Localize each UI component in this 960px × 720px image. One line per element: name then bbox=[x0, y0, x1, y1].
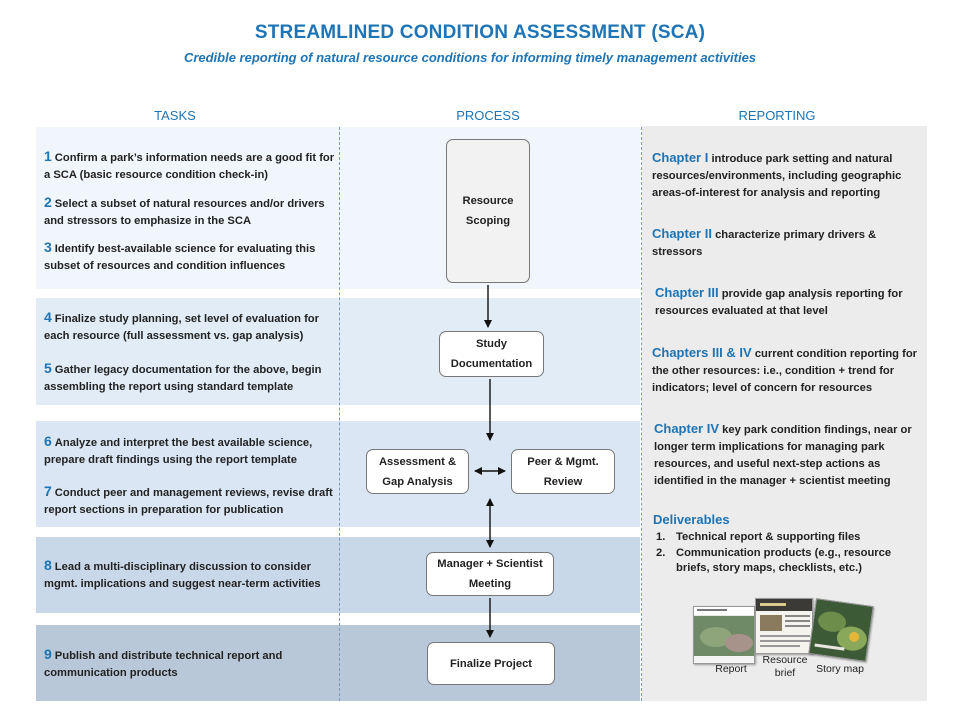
chapter-text: current condition reporting for the othe… bbox=[652, 348, 918, 394]
process-label: Manager + Scientist Meeting bbox=[437, 558, 543, 590]
task-number: 7 bbox=[44, 483, 52, 499]
task-text: Identify best-available science for eval… bbox=[44, 243, 316, 272]
report-thumbnail-label: Report bbox=[715, 663, 747, 675]
process-label: Assessment & Gap Analysis bbox=[378, 455, 457, 488]
story-map-thumbnail bbox=[808, 598, 874, 662]
task-text: Gather legacy documentation for the abov… bbox=[44, 364, 322, 393]
deliverables-heading: Deliverables bbox=[653, 512, 730, 527]
task-text: Lead a multi-disciplinary discussion to … bbox=[44, 561, 321, 590]
task-text: Select a subset of natural resources and… bbox=[44, 198, 325, 227]
task-text: Conduct peer and management reviews, rev… bbox=[44, 487, 333, 516]
chapter-label: Chapter IV bbox=[654, 421, 720, 436]
task-number: 4 bbox=[44, 309, 52, 325]
resource-brief-thumbnail bbox=[755, 598, 813, 654]
task-number: 2 bbox=[44, 194, 52, 210]
list-number: 2. bbox=[656, 546, 666, 559]
chapter-text: key park condition findings, near or lon… bbox=[654, 424, 912, 487]
page-subtitle: Credible reporting of natural resource c… bbox=[183, 50, 757, 65]
process-box-finalize-project: Finalize Project bbox=[427, 642, 555, 685]
task-text: Analyze and interpret the best available… bbox=[44, 437, 313, 466]
process-box-peer-review: Peer & Mgmt. Review bbox=[511, 449, 615, 494]
chapter-label: Chapters III & IV bbox=[652, 345, 752, 360]
chapter-text: provide gap analysis reporting for resou… bbox=[655, 288, 903, 317]
list-text: Technical report & supporting files bbox=[676, 531, 861, 543]
process-box-study-documentation: Study Documentation bbox=[439, 331, 544, 377]
task-number: 1 bbox=[44, 148, 52, 164]
list-number: 1. bbox=[656, 531, 666, 543]
list-item: 2. Communication products (e.g., resourc… bbox=[656, 546, 918, 577]
column-divider-left bbox=[339, 127, 340, 701]
task-number: 5 bbox=[44, 360, 52, 376]
task-number: 8 bbox=[44, 557, 52, 573]
task-text: Publish and distribute technical report … bbox=[44, 650, 283, 679]
reporting-item-chapter-3: Chapter III provide gap analysis reporti… bbox=[655, 284, 923, 320]
task-number: 3 bbox=[44, 239, 52, 255]
task-number: 6 bbox=[44, 433, 52, 449]
column-heading-process: PROCESS bbox=[456, 108, 520, 123]
process-label: Finalize Project bbox=[449, 657, 533, 670]
column-heading-tasks: TASKS bbox=[154, 108, 196, 123]
reporting-item-chapter-2: Chapter II characterize primary drivers … bbox=[652, 225, 920, 261]
report-thumbnail bbox=[693, 606, 755, 664]
chapter-text: introduce park setting and natural resou… bbox=[652, 153, 902, 199]
deliverables-list: 1. Technical report & supporting files 2… bbox=[656, 530, 918, 577]
task-text: Finalize study planning, set level of ev… bbox=[44, 313, 319, 342]
reporting-item-chapters-3-4: Chapters III & IV current condition repo… bbox=[652, 344, 920, 397]
process-box-resource-scoping: Resource Scoping bbox=[446, 139, 530, 283]
list-item: 1. Technical report & supporting files bbox=[656, 530, 918, 546]
process-label: Resource Scoping bbox=[462, 195, 514, 227]
stage-band-scoping bbox=[36, 127, 640, 289]
task-text: Confirm a park’s information needs are a… bbox=[44, 152, 335, 181]
list-text: Communication products (e.g., resource b… bbox=[676, 546, 892, 575]
process-label: Study Documentation bbox=[450, 338, 533, 370]
story-map-thumbnail-label: Story map bbox=[816, 663, 864, 675]
reporting-item-chapter-1: Chapter I introduce park setting and nat… bbox=[652, 149, 920, 202]
reporting-item-chapter-4: Chapter IV key park condition findings, … bbox=[654, 420, 922, 490]
page-title: STREAMLINED CONDITION ASSESSMENT (SCA) bbox=[254, 22, 706, 43]
chapter-text: characterize primary drivers & stressors bbox=[652, 229, 877, 258]
chapter-label: Chapter III bbox=[655, 285, 719, 300]
chapter-label: Chapter II bbox=[652, 226, 712, 241]
chapter-label: Chapter I bbox=[652, 150, 709, 165]
resource-brief-thumbnail-label: Resource brief bbox=[762, 654, 808, 679]
task-number: 9 bbox=[44, 646, 52, 662]
column-heading-reporting: REPORTING bbox=[738, 108, 816, 123]
process-box-assessment-gap-analysis: Assessment & Gap Analysis bbox=[366, 449, 469, 494]
column-divider-right bbox=[641, 127, 642, 701]
process-box-manager-scientist-meeting: Manager + Scientist Meeting bbox=[426, 552, 554, 596]
process-label: Peer & Mgmt. Review bbox=[527, 455, 599, 488]
